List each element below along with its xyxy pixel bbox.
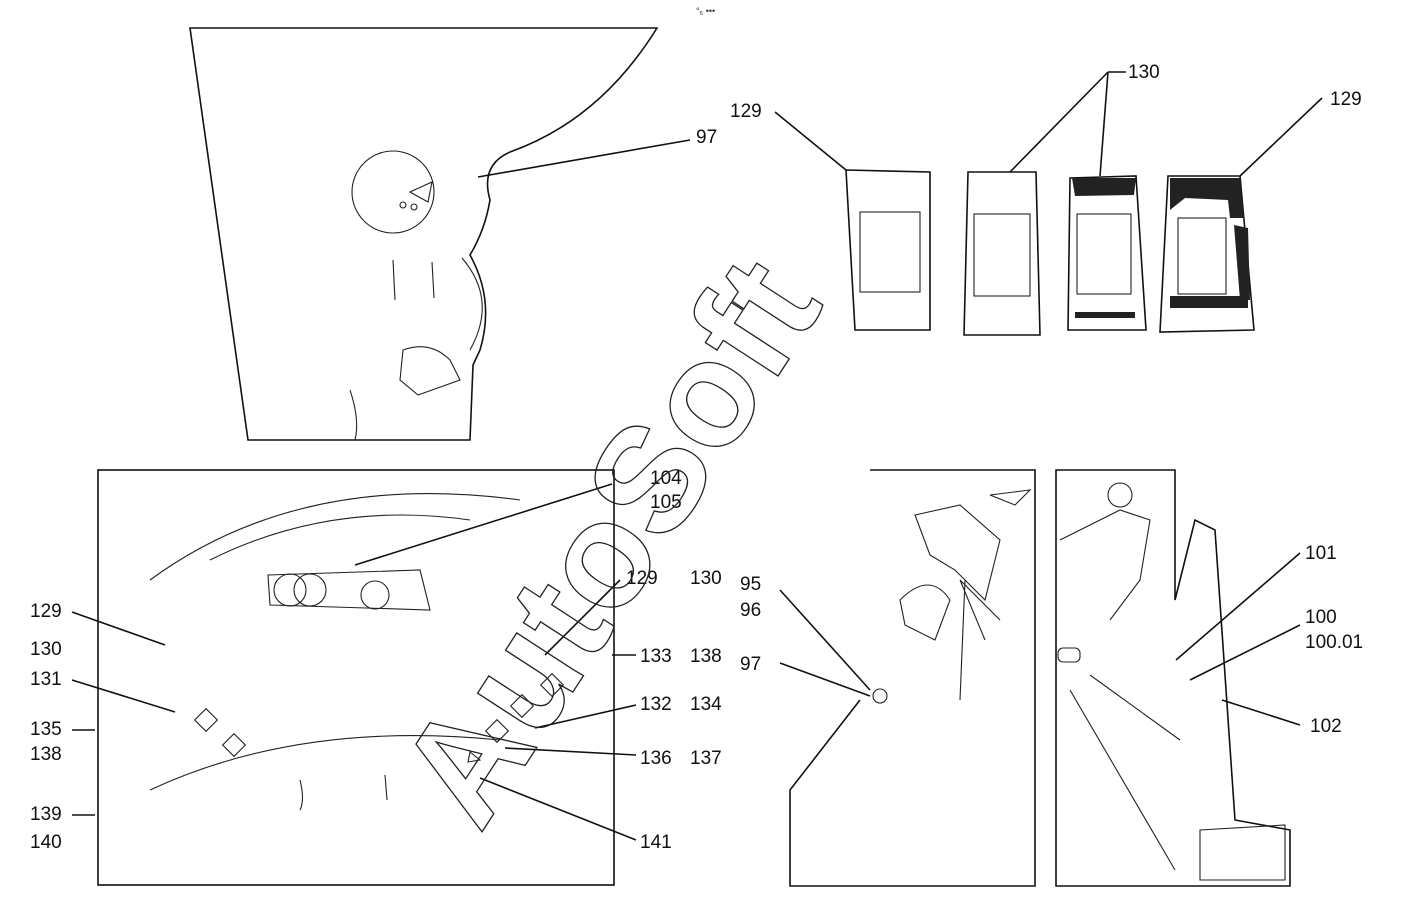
label-136: 136	[640, 748, 672, 769]
panel-bottom-left: 104 105 129 130 129 130 131 135 138 139 …	[30, 468, 722, 886]
label-100-01: 100.01	[1305, 632, 1363, 653]
label-130-lower: 130	[30, 639, 62, 660]
label-129-lower: 129	[30, 601, 62, 622]
label-97-bottom: 97	[740, 654, 761, 675]
panel-top-left: 97	[189, 27, 717, 441]
label-105: 105	[650, 492, 682, 513]
label-129-mid: 129	[626, 568, 658, 589]
label-104: 104	[650, 468, 682, 489]
label-134: 134	[690, 694, 722, 715]
label-101: 101	[1305, 543, 1337, 564]
label-130-top: 130	[1128, 62, 1160, 83]
label-138: 138	[690, 646, 722, 667]
label-138-lower: 138	[30, 744, 62, 765]
label-129-left: 129	[730, 101, 762, 122]
label-135: 135	[30, 719, 62, 740]
leader-97-top	[477, 139, 691, 178]
label-102: 102	[1310, 716, 1342, 737]
watermark: AutoSoft	[366, 230, 852, 852]
label-141: 141	[640, 832, 672, 853]
corner-mark: °₅ •••	[696, 6, 715, 16]
label-96: 96	[740, 600, 761, 621]
panel-bottom-right: 95 96 97 101 100 100.01 102	[740, 469, 1363, 887]
label-132: 132	[640, 694, 672, 715]
label-140: 140	[30, 832, 62, 853]
label-100: 100	[1305, 607, 1337, 628]
label-133: 133	[640, 646, 672, 667]
label-131: 131	[30, 669, 62, 690]
label-139: 139	[30, 804, 62, 825]
label-130-mid: 130	[690, 568, 722, 589]
label-97-top: 97	[696, 127, 717, 148]
panel-top-right: 129 130 129	[730, 62, 1362, 336]
label-95: 95	[740, 574, 761, 595]
label-137: 137	[690, 748, 722, 769]
label-129-right: 129	[1330, 89, 1362, 110]
